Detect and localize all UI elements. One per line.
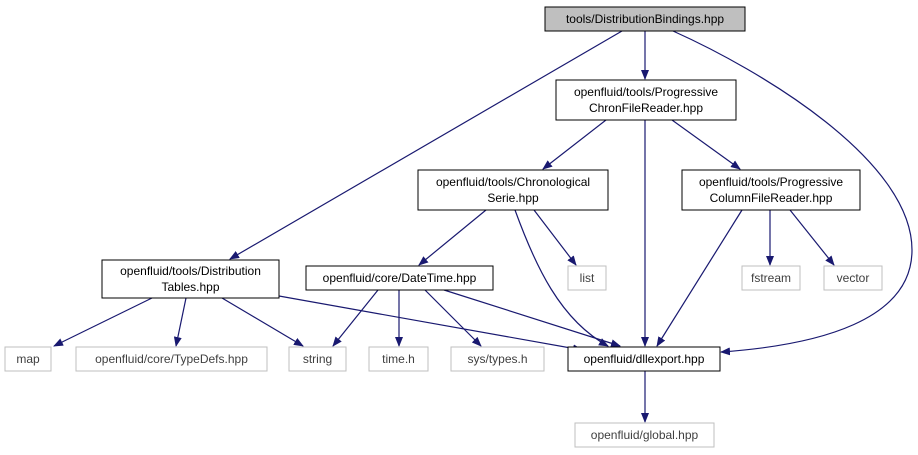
edge-root-to-dllexport (672, 30, 913, 356)
edge-datetime-to-dllexport (443, 289, 621, 348)
node-label: string (303, 352, 332, 366)
node-label: openfluid/global.hpp (591, 428, 699, 442)
node-box (75, 346, 268, 372)
nodes: tools/DistributionBindings.hpp openfluid/… (4, 6, 883, 448)
edge-dist-tables-to-map (53, 297, 153, 347)
node-box (567, 265, 607, 291)
edge-dist-tables-to-string (221, 297, 304, 347)
node-datetime[interactable]: openfluid/core/DateTime.hpp (305, 265, 494, 291)
node-typedefs: openfluid/core/TypeDefs.hpp (75, 346, 268, 372)
node-time: time.h (368, 346, 429, 372)
node-global: openfluid/global.hpp (574, 422, 715, 448)
edge-chron-reader-to-chrono-serie (542, 119, 607, 170)
node-box (574, 422, 715, 448)
edge-root-to-dist-tables (229, 30, 623, 260)
node-label: openfluid/tools/Chronological (436, 175, 590, 189)
node-label: openfluid/tools/Progressive (574, 85, 718, 99)
node-root[interactable]: tools/DistributionBindings.hpp (544, 6, 746, 32)
edge-column-reader-to-dllexport (656, 209, 743, 347)
node-box (288, 346, 347, 372)
node-label: openfluid/dllexport.hpp (584, 352, 705, 366)
node-fstream: fstream (741, 265, 801, 291)
node-systypes: sys/types.h (450, 346, 545, 372)
edge-column-reader-to-vector (789, 209, 835, 266)
node-box (681, 169, 861, 211)
node-label: openfluid/core/TypeDefs.hpp (95, 352, 248, 366)
node-label: map (16, 352, 40, 366)
node-box (368, 346, 429, 372)
node-label: fstream (751, 271, 791, 285)
node-label: openfluid/tools/Distribution (120, 264, 261, 278)
node-box (741, 265, 801, 291)
node-string: string (288, 346, 347, 372)
node-box (567, 346, 721, 372)
node-column-reader[interactable]: openfluid/tools/ProgressiveColumnFileRea… (681, 169, 861, 211)
node-box (417, 169, 609, 211)
edge-chrono-serie-to-list (533, 209, 577, 266)
node-label: sys/types.h (467, 352, 527, 366)
edge-chrono-serie-to-datetime (418, 209, 487, 266)
node-box (450, 346, 545, 372)
node-label: vector (837, 271, 870, 285)
node-box (544, 6, 746, 32)
node-vector: vector (823, 265, 883, 291)
edge-dist-tables-to-typedefs (173, 297, 187, 347)
node-dllexport[interactable]: openfluid/dllexport.hpp (567, 346, 721, 372)
node-label: openfluid/tools/Progressive (699, 175, 843, 189)
edge-chrono-serie-to-dllexport (514, 209, 609, 347)
node-box (555, 79, 737, 121)
edges (53, 30, 913, 423)
node-label: ColumnFileReader.hpp (710, 191, 833, 205)
node-box (823, 265, 883, 291)
node-label: Serie.hpp (487, 191, 539, 205)
node-box (4, 346, 52, 372)
node-chron-reader[interactable]: openfluid/tools/ProgressiveChronFileRead… (555, 79, 737, 121)
node-label: openfluid/core/DateTime.hpp (323, 271, 477, 285)
node-box (101, 259, 280, 299)
node-list: list (567, 265, 607, 291)
node-label: tools/DistributionBindings.hpp (566, 12, 724, 26)
node-label: list (580, 271, 595, 285)
edge-chron-reader-to-column-reader (671, 119, 741, 170)
node-map: map (4, 346, 52, 372)
node-label: time.h (382, 352, 415, 366)
node-label: Tables.hpp (161, 280, 219, 294)
edge-datetime-to-systypes (424, 289, 482, 347)
node-box (305, 265, 494, 291)
edge-dist-tables-to-dllexport (278, 295, 583, 353)
edge-datetime-to-string (332, 289, 379, 347)
node-label: ChronFileReader.hpp (589, 101, 703, 115)
